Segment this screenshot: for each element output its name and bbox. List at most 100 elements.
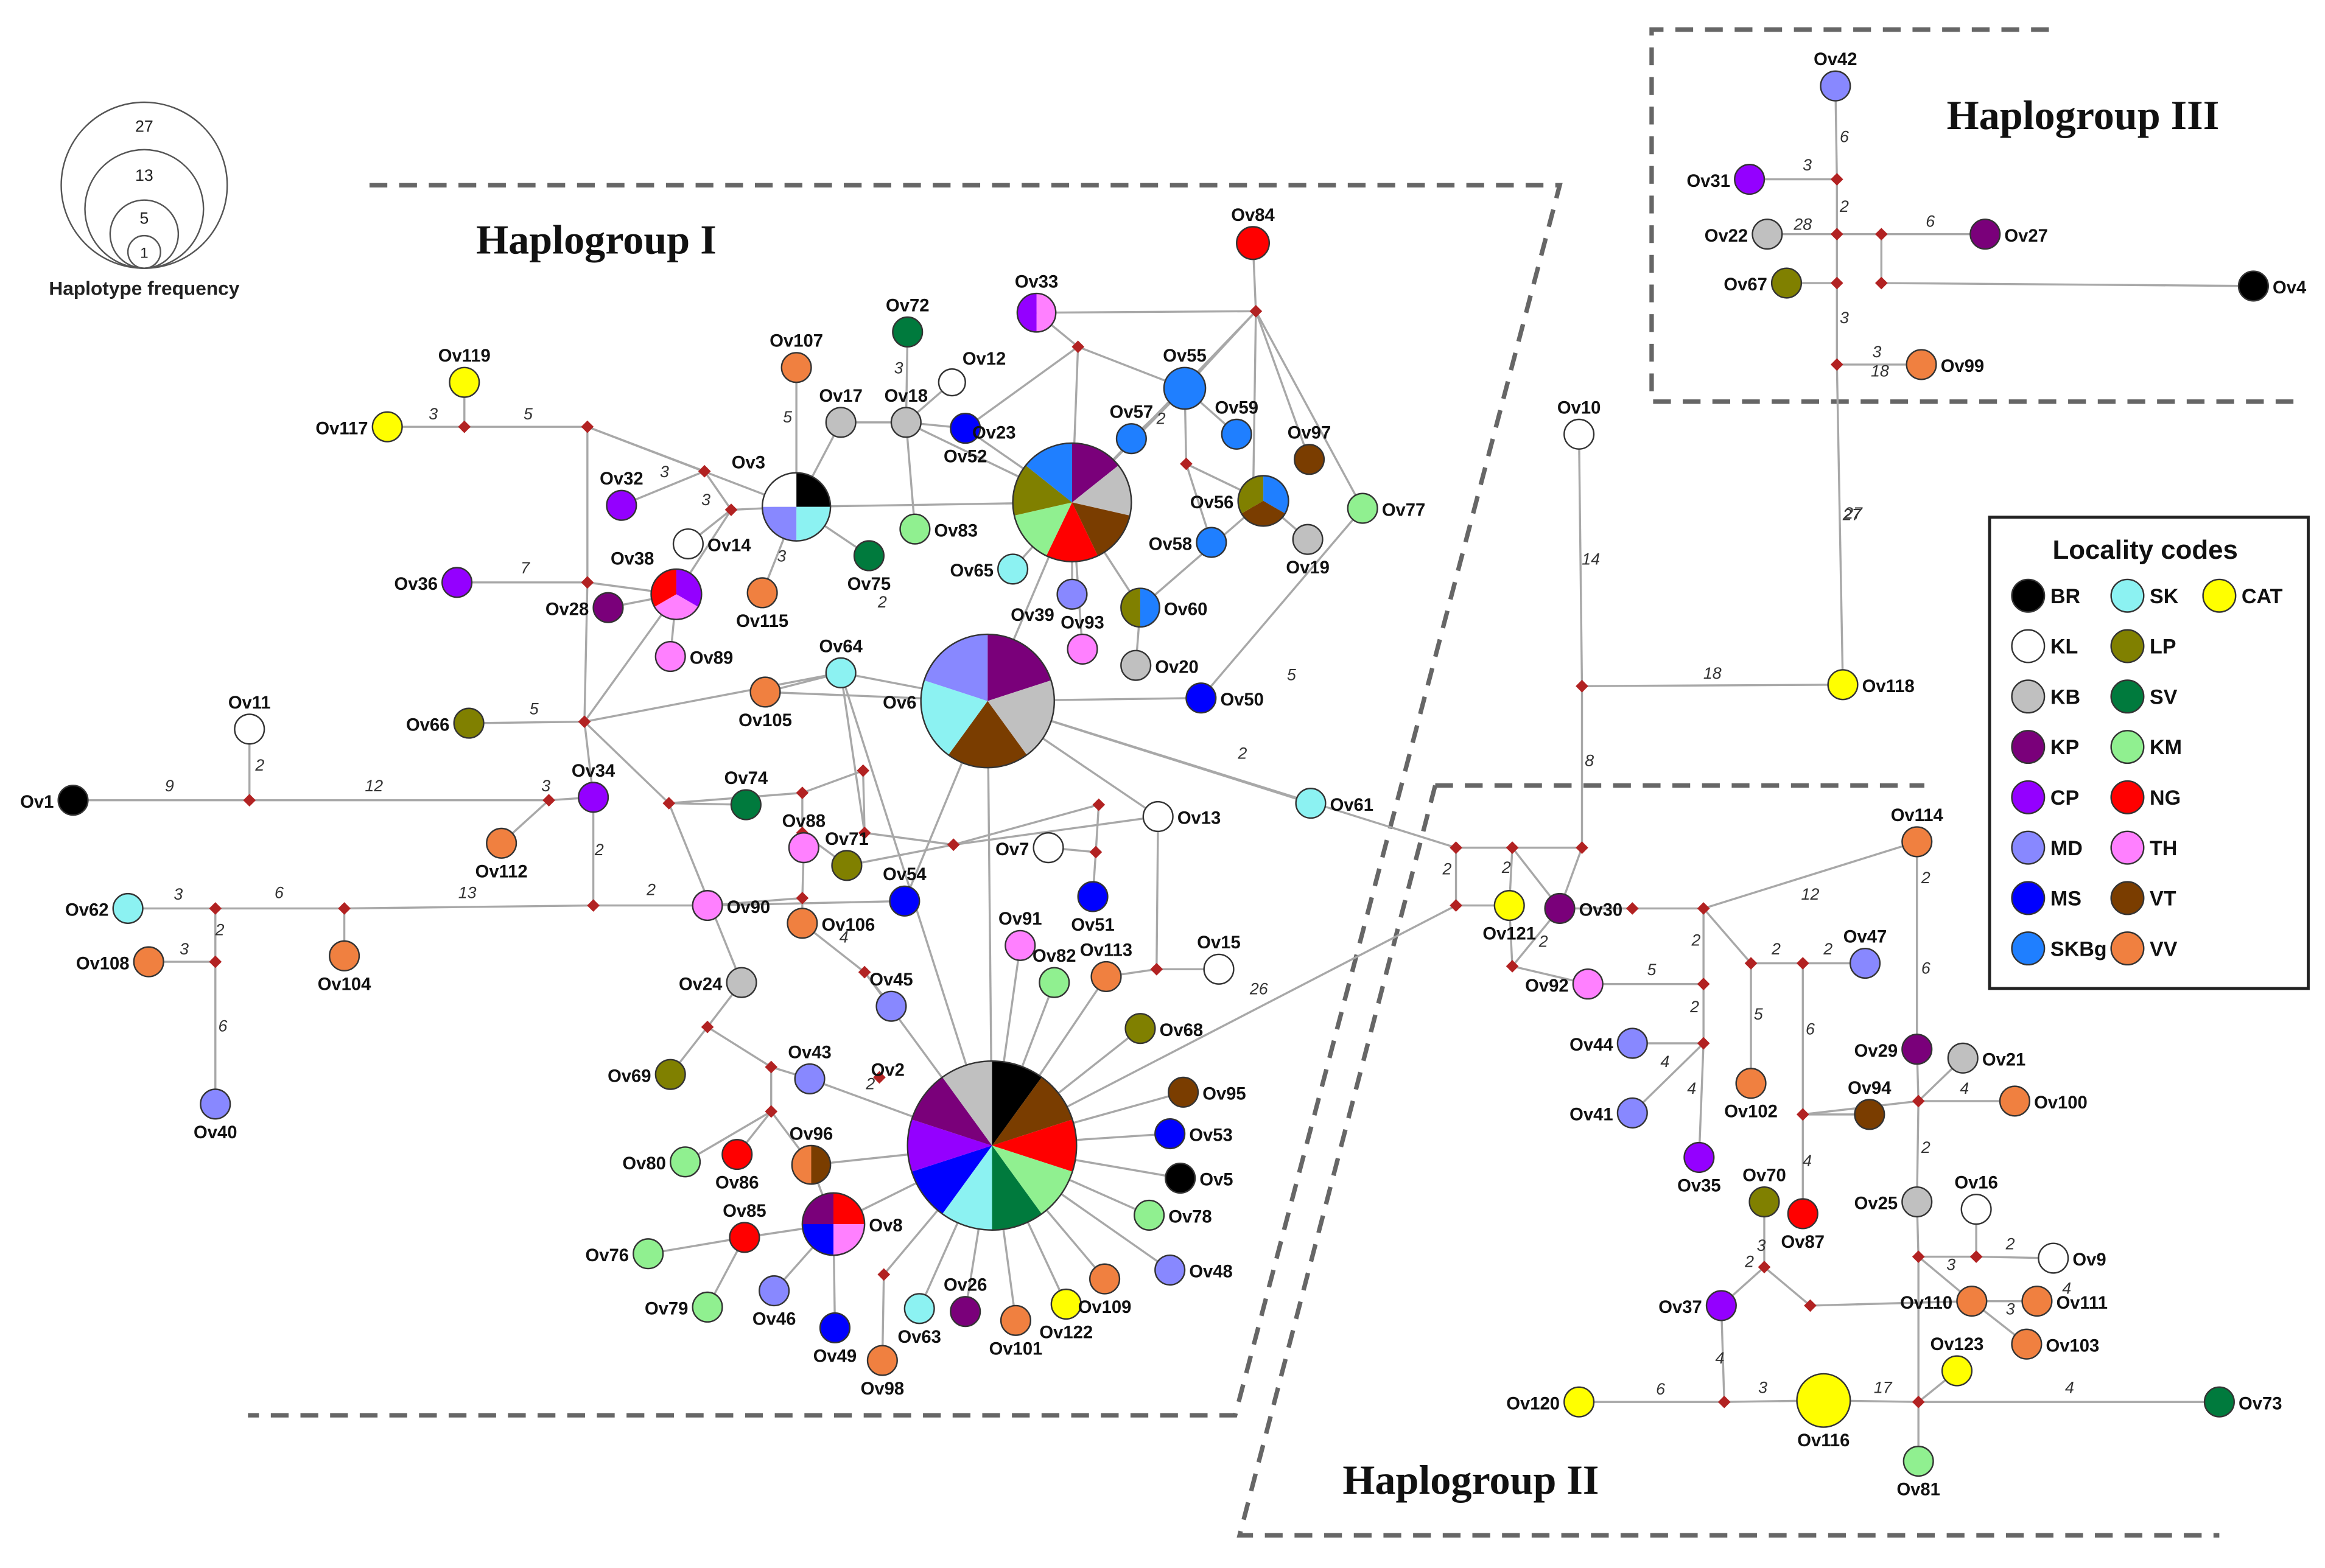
- haplogroup-2-frame: [1236, 783, 2220, 1538]
- haplotype-label: Ov8: [869, 1216, 902, 1236]
- haplotype-node-ov119: [449, 366, 480, 398]
- pie-slice: [673, 529, 703, 559]
- pie-slice: [1168, 1077, 1198, 1107]
- haplotype-node-ov27: [1969, 219, 2001, 250]
- pie-slice: [1787, 1199, 1818, 1229]
- node-outline: [791, 1144, 832, 1185]
- pie-slice: [1057, 579, 1087, 609]
- locality-code: TH: [2150, 837, 2177, 860]
- pie-slice: [876, 991, 907, 1021]
- network-edge: [1810, 1300, 1972, 1307]
- pie-slice: [948, 701, 1027, 768]
- network-edge: [587, 425, 705, 472]
- haplotype-label: Ov93: [1061, 613, 1104, 632]
- haplotype-label: Ov90: [727, 898, 770, 917]
- haplotype-label: Ov53: [1189, 1126, 1232, 1146]
- mutation-step-label: 3: [894, 359, 903, 377]
- node-outline: [1683, 1141, 1715, 1174]
- node-outline: [2237, 270, 2269, 302]
- network-edge: [1255, 310, 1364, 509]
- median-vector: [338, 902, 351, 915]
- locality-swatch: [2110, 931, 2145, 966]
- pie-slice: [133, 947, 164, 977]
- node-outline: [1120, 587, 1160, 628]
- median-vector: [1625, 902, 1639, 915]
- network-edge: [707, 900, 905, 907]
- pie-slice: [1957, 1286, 1987, 1316]
- haplotype-node-ov76: [633, 1238, 664, 1270]
- pie-slice: [1012, 465, 1072, 516]
- node-outline: [1293, 444, 1325, 475]
- pie-slice: [796, 506, 831, 541]
- median-vector: [765, 1105, 778, 1118]
- median-vector: [1912, 1395, 1925, 1409]
- mutation-step-label: 5: [1287, 666, 1296, 684]
- haplotype-label: Ov77: [1382, 500, 1425, 520]
- pie-slice: [833, 1224, 865, 1256]
- locality-legend-item-kp: KP: [2011, 730, 2079, 765]
- node-outline: [1292, 523, 1324, 555]
- pie-slice: [868, 1345, 897, 1376]
- haplotype-node-ov69: [654, 1059, 686, 1090]
- haplotype-node-ov67: [1770, 267, 1803, 299]
- mutation-step-label: 12: [365, 777, 383, 795]
- pie-slice: [1236, 226, 1269, 260]
- pie-slice: [731, 789, 761, 820]
- mutation-step-label: 2: [646, 881, 656, 899]
- mutation-step-label: 3: [660, 463, 669, 481]
- pie-slice: [1902, 827, 1932, 857]
- node-outline: [449, 366, 480, 398]
- haplotype-label: Ov2: [871, 1061, 905, 1080]
- node-outline: [234, 713, 265, 745]
- median-vector: [1744, 957, 1758, 970]
- haplotype-label: Ov67: [1724, 275, 1767, 295]
- haplotype-label: Ov15: [1197, 933, 1240, 953]
- haplotype-label: Ov13: [1177, 809, 1221, 828]
- node-outline: [1820, 70, 1851, 102]
- node-outline: [2203, 1386, 2235, 1418]
- pie-slice: [329, 941, 359, 971]
- network-edge: [1881, 282, 2254, 287]
- pie-slice: [372, 411, 402, 442]
- mutation-step-label: 3: [1873, 343, 1882, 361]
- median-vector: [1697, 978, 1710, 990]
- haplotype-node-ov13: [1142, 800, 1174, 833]
- haplotype-label: Ov120: [1506, 1394, 1560, 1413]
- haplotype-label: Ov52: [944, 447, 987, 467]
- haplotype-node-ov45: [875, 990, 907, 1022]
- mutation-step-label: 4: [1660, 1052, 1669, 1071]
- haplotype-node-ov24: [726, 967, 757, 998]
- mutation-step-label: 6: [218, 1017, 227, 1035]
- mutation-step-label: 12: [1801, 885, 1820, 903]
- node-outline: [892, 316, 924, 348]
- locality-swatch: [2110, 578, 2145, 613]
- haplotype-node-ov77: [1347, 492, 1378, 524]
- mutation-step-label: 2: [1839, 197, 1849, 215]
- node-outline: [650, 568, 703, 620]
- pie-slice: [950, 413, 981, 443]
- haplotype-node-ov103: [2011, 1328, 2043, 1360]
- node-outline: [1295, 788, 1327, 819]
- mutation-step-label: 3: [541, 777, 550, 795]
- haplotype-label: Ov81: [1896, 1480, 1940, 1500]
- median-vector: [1576, 841, 1588, 854]
- haplotype-node-ov111: [2021, 1286, 2053, 1317]
- haplotype-label: Ov105: [738, 711, 792, 730]
- haplotype-label: Ov4: [2273, 278, 2307, 298]
- median-vector: [698, 464, 711, 478]
- haplotype-label: Ov20: [1155, 657, 1198, 677]
- mutation-step-label: 4: [840, 928, 849, 946]
- mutation-step-label: 4: [1960, 1079, 1969, 1097]
- node-outline: [1616, 1097, 1648, 1129]
- haplotype-label: Ov113: [1080, 940, 1132, 960]
- pie-slice: [655, 1059, 686, 1090]
- mutation-step-label: 3: [174, 885, 183, 903]
- haplotype-node-ov35: [1683, 1141, 1715, 1174]
- haplotype-node-ov110: [1956, 1286, 1988, 1317]
- haplotype-node-ov26: [950, 1296, 981, 1328]
- pie-slice: [2022, 1286, 2052, 1316]
- haplotype-label: Ov69: [608, 1066, 651, 1086]
- pie-slice: [1121, 588, 1140, 627]
- node-outline: [875, 990, 907, 1022]
- node-outline: [453, 707, 485, 739]
